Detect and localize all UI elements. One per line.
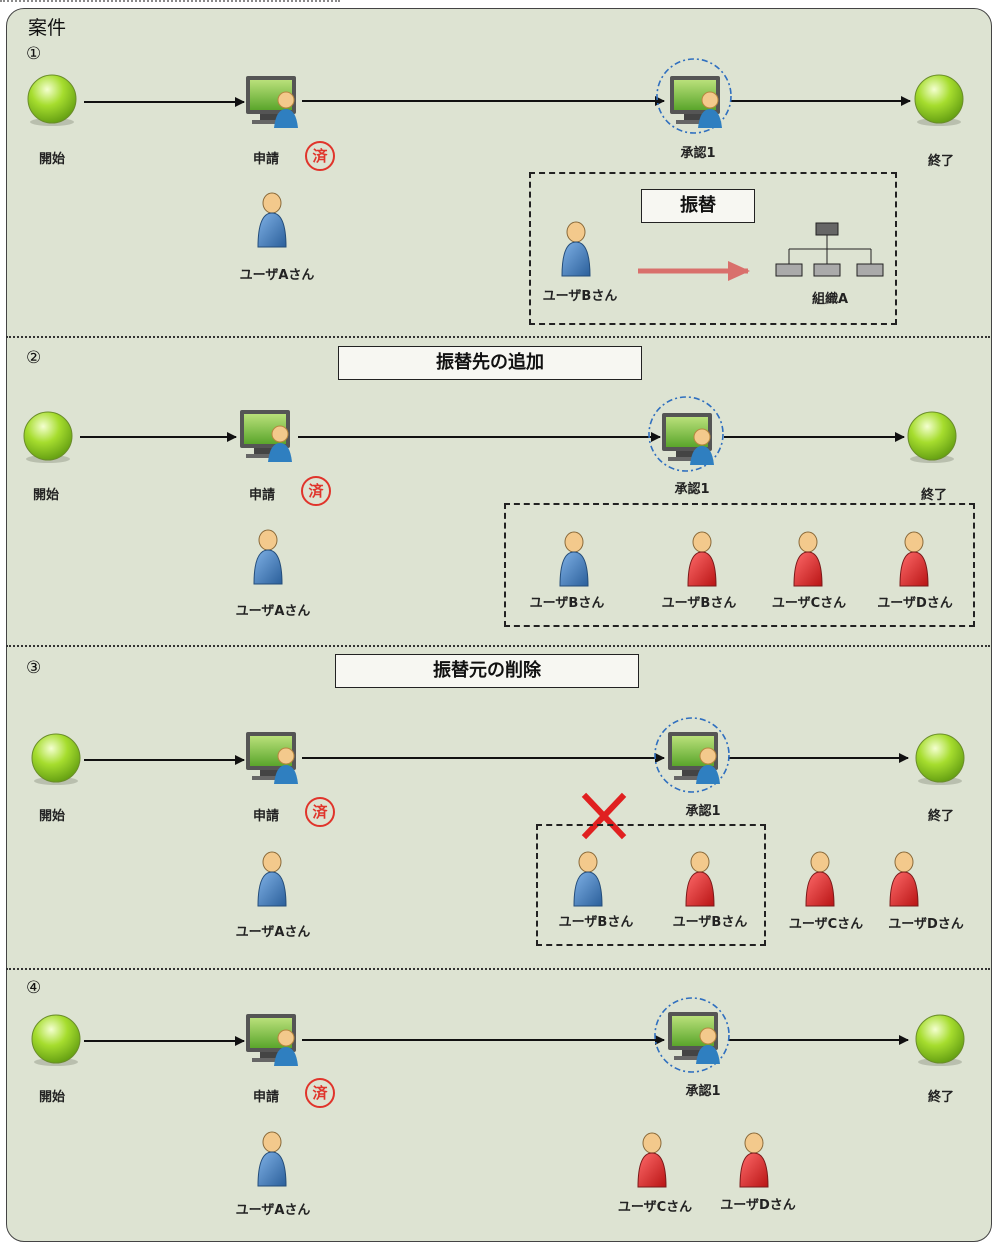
case-title: 案件: [28, 17, 67, 39]
end-label: 終了: [920, 488, 948, 503]
approver-label: ユーザBさん: [672, 915, 748, 930]
panel-divider: [6, 336, 990, 338]
panel-number: ③: [26, 658, 42, 678]
user-b-added-icon: [687, 531, 717, 587]
end-node-icon: [914, 74, 964, 126]
active-step-ring: [648, 396, 724, 472]
user-c-added-icon: [793, 531, 823, 587]
apply-label: 申請: [248, 488, 276, 503]
approver-label: ユーザDさん: [877, 596, 953, 611]
apply-label: 申請: [252, 1090, 280, 1105]
org-chart-icon: [775, 222, 884, 277]
apply-label: 申請: [252, 152, 280, 167]
applicant-label: ユーザAさん: [235, 604, 311, 619]
transfer-box: [529, 172, 897, 325]
approve-task-icon: [668, 732, 720, 784]
user-d-added-icon: [889, 851, 919, 907]
approver-group-box: [536, 824, 766, 946]
user-c-icon: [637, 1132, 667, 1188]
user-b-icon: [559, 531, 589, 587]
done-stamp: 済: [305, 1078, 335, 1108]
panel-banner: 振替元の削除: [335, 654, 639, 688]
end-node-icon: [915, 733, 965, 785]
user-d-added-icon: [899, 531, 929, 587]
panel-divider: [6, 968, 990, 970]
approve-task-icon: [662, 413, 714, 465]
start-node-icon: [31, 733, 81, 785]
approve-label: 承認1: [680, 146, 716, 161]
panel-banner: 振替先の追加: [338, 346, 642, 380]
approve-label: 承認1: [685, 804, 721, 819]
start-node-icon: [31, 1014, 81, 1066]
approver-label: ユーザCさん: [788, 917, 864, 932]
user-d-icon: [739, 1132, 769, 1188]
user-a-icon: [257, 1131, 287, 1187]
top-dotted-rule: [0, 0, 340, 5]
applicant-label: ユーザAさん: [235, 1203, 311, 1218]
approver-label: ユーザCさん: [771, 596, 847, 611]
done-stamp: 済: [301, 476, 331, 506]
apply-task-icon: [240, 410, 292, 462]
approve-task-icon: [668, 1012, 720, 1064]
transfer-to-label: 組織A: [811, 292, 849, 307]
user-c-added-icon: [805, 851, 835, 907]
end-node-icon: [915, 1014, 965, 1066]
end-label: 終了: [927, 809, 955, 824]
active-step-ring: [654, 997, 730, 1073]
done-stamp: 済: [305, 141, 335, 171]
user-b-icon: [573, 851, 603, 907]
active-step-ring: [654, 717, 730, 793]
done-stamp: 済: [305, 797, 335, 827]
applicant-label: ユーザAさん: [239, 268, 315, 283]
panel-number: ④: [26, 978, 42, 998]
approver-label: ユーザDさん: [720, 1198, 796, 1213]
apply-label: 申請: [252, 809, 280, 824]
transfer-from-label: ユーザBさん: [542, 289, 618, 304]
approver-label: ユーザBさん: [558, 915, 634, 930]
delete-x-icon: [581, 792, 627, 840]
apply-task-icon: [246, 76, 298, 128]
approve-label: 承認1: [674, 482, 710, 497]
end-label: 終了: [927, 1090, 955, 1105]
end-label: 終了: [927, 154, 955, 169]
panel-number: ①: [26, 44, 42, 64]
user-a-icon: [257, 192, 287, 248]
approver-label: ユーザDさん: [888, 917, 964, 932]
user-b-added-icon: [685, 851, 715, 907]
transfer-title: 振替: [641, 189, 755, 223]
approver-label: ユーザBさん: [529, 596, 605, 611]
approve-task-icon: [670, 76, 722, 128]
start-label: 開始: [32, 488, 60, 503]
approve-label: 承認1: [685, 1084, 721, 1099]
start-node-icon: [27, 74, 77, 126]
user-a-icon: [253, 529, 283, 585]
apply-task-icon: [246, 732, 298, 784]
start-label: 開始: [38, 152, 66, 167]
apply-task-icon: [246, 1014, 298, 1066]
approver-group-box: [504, 503, 975, 627]
active-step-ring: [656, 58, 732, 134]
user-b-icon: [561, 221, 591, 277]
user-a-icon: [257, 851, 287, 907]
end-node-icon: [907, 411, 957, 463]
applicant-label: ユーザAさん: [235, 925, 311, 940]
panel-divider: [6, 645, 990, 647]
start-label: 開始: [38, 1090, 66, 1105]
panel-number: ②: [26, 348, 42, 368]
approver-label: ユーザCさん: [617, 1200, 693, 1215]
approver-label: ユーザBさん: [661, 596, 737, 611]
start-node-icon: [23, 411, 73, 463]
start-label: 開始: [38, 809, 66, 824]
